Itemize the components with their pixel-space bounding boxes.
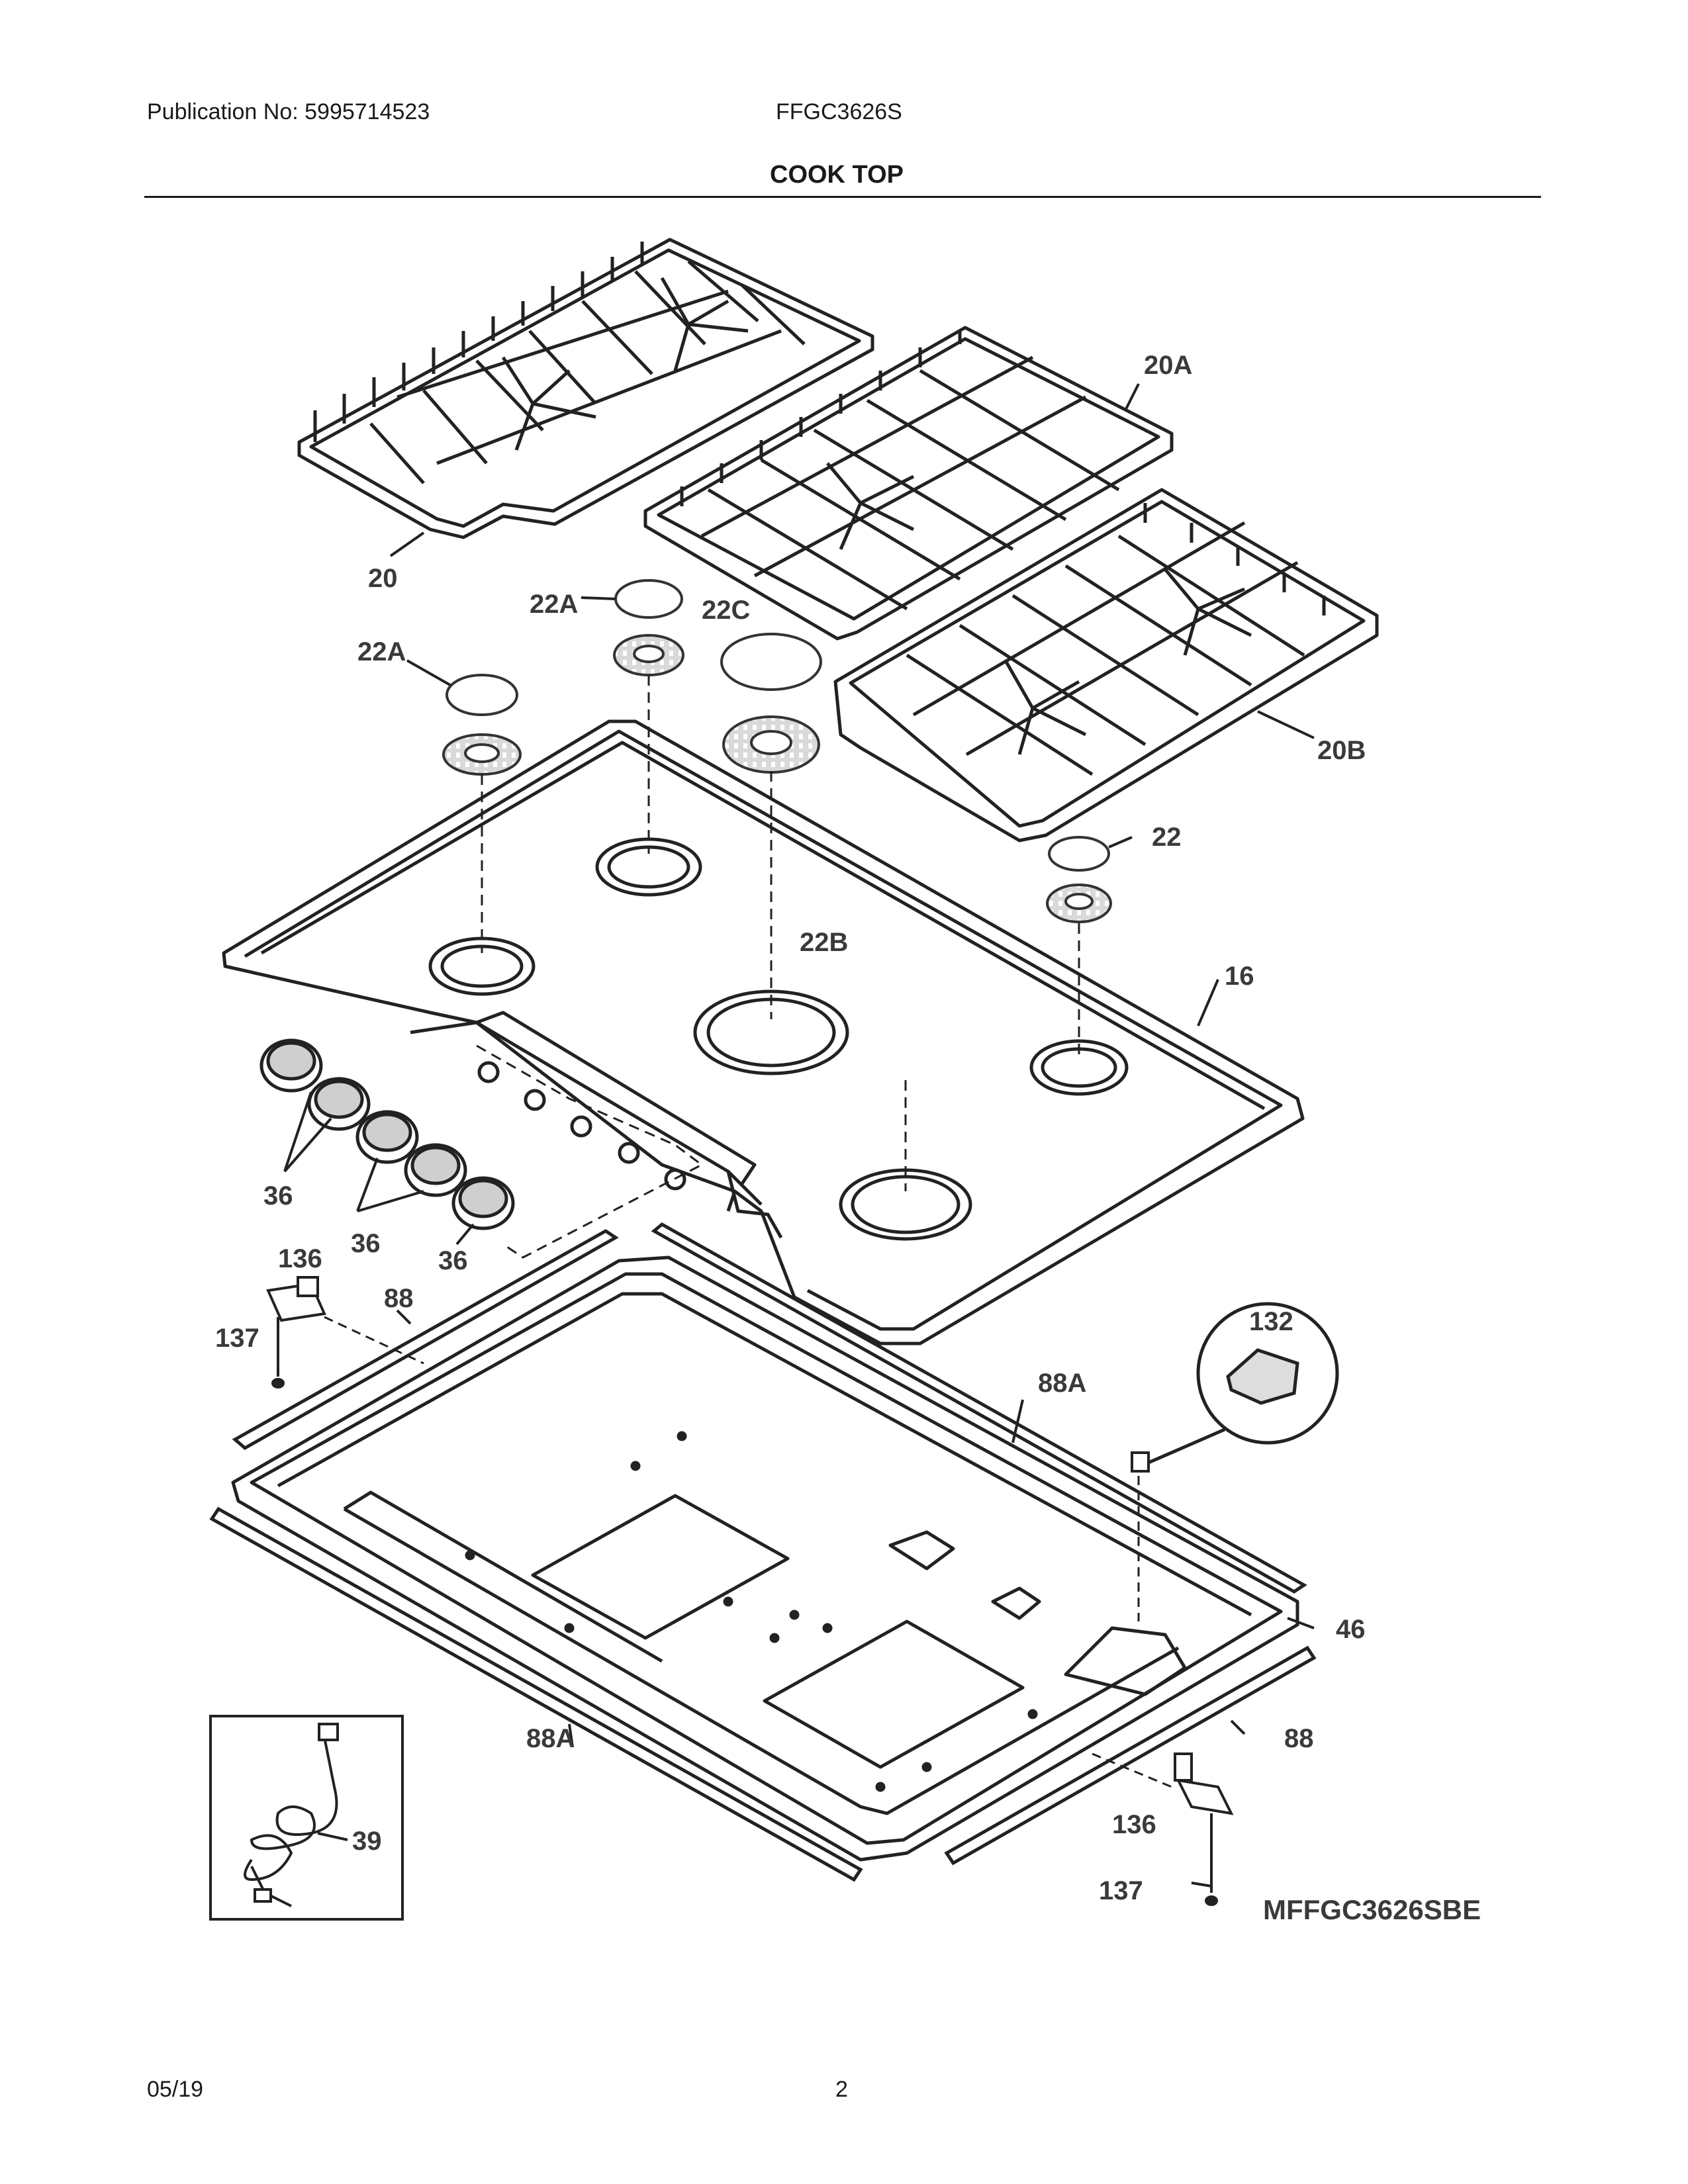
cooktop-panel xyxy=(222,719,1305,1345)
label-knobs-1: 36 xyxy=(263,1181,293,1210)
label-screw-right: 137 xyxy=(1099,1876,1143,1905)
diagram-model-tag: MFFGC3626SBE xyxy=(1263,1894,1481,1925)
page-number: 2 xyxy=(835,2077,848,2102)
label-power-cord: 39 xyxy=(352,1827,382,1856)
control-knobs xyxy=(259,1038,515,1230)
label-seal-right: 88 xyxy=(1284,1724,1314,1753)
gasket-seals xyxy=(209,1222,1317,1882)
label-cap-right: 22 xyxy=(1152,823,1182,852)
label-cap-left-a: 22A xyxy=(357,637,406,666)
burner-left xyxy=(442,674,522,776)
label-cap-center-b: 22B xyxy=(800,928,848,957)
label-cap-center-a: 22A xyxy=(530,590,578,619)
label-igniter-switch: 132 xyxy=(1249,1307,1293,1336)
model-number: FFGC3626S xyxy=(776,99,902,124)
leader-lines xyxy=(283,383,1315,1888)
label-screw-left: 137 xyxy=(215,1324,259,1353)
grate-center xyxy=(643,326,1174,641)
burner-right xyxy=(1046,836,1112,923)
label-seal-left: 88 xyxy=(384,1284,414,1313)
label-grate-left: 20 xyxy=(368,564,398,593)
hardware xyxy=(266,1276,1234,1906)
burner-box xyxy=(231,1255,1299,1862)
hardware-guides xyxy=(324,1316,1172,1788)
igniter-switch-callout xyxy=(1148,1302,1339,1465)
power-cord-inset xyxy=(209,1715,404,1921)
section-title: COOK TOP xyxy=(770,161,904,189)
label-seal-back: 88A xyxy=(1038,1369,1086,1398)
burner-guides xyxy=(476,675,1080,1259)
label-grate-right: 20B xyxy=(1317,736,1366,765)
header-rule xyxy=(144,196,1541,198)
burner-center-large xyxy=(720,633,822,774)
grate-left xyxy=(297,238,874,539)
label-cap-center-c: 22C xyxy=(702,596,750,625)
label-burner-box: 46 xyxy=(1336,1615,1366,1644)
label-grate-center: 20A xyxy=(1144,351,1192,380)
burner-center-back xyxy=(613,579,684,676)
publication-number: Publication No: 5995714523 xyxy=(147,99,430,124)
label-bracket-right: 136 xyxy=(1112,1810,1156,1839)
footer-date: 05/19 xyxy=(147,2077,204,2102)
label-seal-front: 88A xyxy=(526,1724,575,1753)
label-cooktop: 16 xyxy=(1225,962,1254,991)
label-knobs-3: 36 xyxy=(438,1246,468,1275)
label-bracket-left: 136 xyxy=(278,1244,322,1273)
label-knobs-2: 36 xyxy=(351,1229,381,1258)
grate-right xyxy=(833,488,1379,842)
